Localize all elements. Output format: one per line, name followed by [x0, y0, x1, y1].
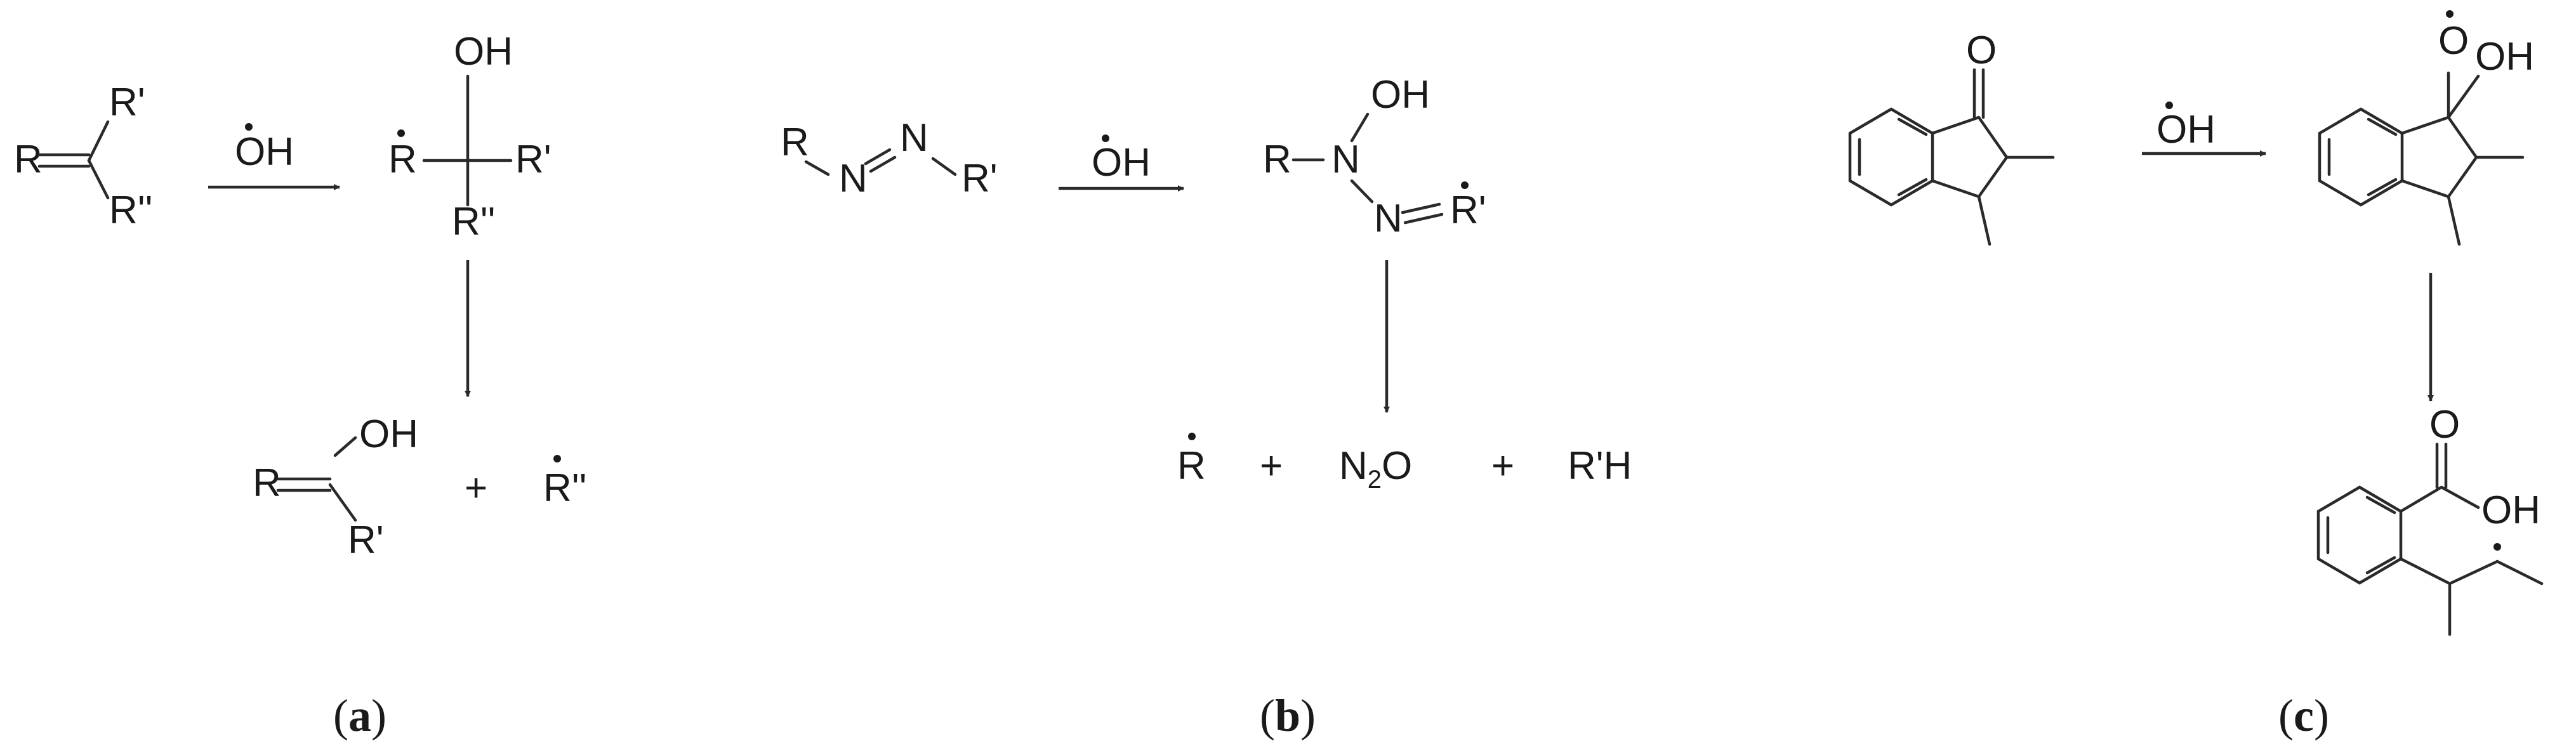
methyl-bond-4 — [2447, 195, 2461, 246]
aromatic-inner-9 — [2365, 556, 2396, 575]
intermediate-r-prime-label: R' — [515, 138, 552, 181]
azo-n2-label: N — [900, 116, 928, 160]
azo-bond-n-r — [931, 157, 957, 176]
carbon-radical-dot — [2493, 543, 2501, 551]
intermediate-r-prime-label-b: R' — [1450, 188, 1486, 232]
azo-r-prime-label: R' — [961, 157, 998, 200]
aromatic-inner-8 — [2365, 495, 2396, 514]
panel-c-product: O OH — [2316, 403, 2544, 636]
plus-sign-b1: + — [1260, 444, 1283, 488]
oh-radical-dot-b — [1102, 134, 1109, 142]
intermediate-r-label-b: R — [1263, 138, 1291, 181]
oh-radical-dot-c — [2165, 101, 2173, 109]
intermediate-n2-label: N — [1374, 197, 1403, 240]
panel-c-arrow-group: OH — [2142, 101, 2266, 157]
ring-bond-c1 — [1931, 115, 1981, 135]
intermediate-n1-label: N — [1331, 138, 1360, 181]
caption-c: (c) — [2278, 690, 2329, 741]
aromatic-inner-6 — [2367, 178, 2398, 197]
bond-to-r-double-prime — [87, 159, 110, 200]
carboxyl-bond — [2399, 485, 2443, 513]
panel-b-products: R + N2O + R'H — [1177, 433, 1632, 494]
intermediate-alkoxy-o: O — [2438, 19, 2469, 63]
side-chain-bond-2 — [2448, 560, 2499, 586]
panel-b-reactant: R N N R' — [781, 116, 998, 200]
ring-bond-c3 — [1977, 155, 2009, 199]
ring-bond-c2 — [1977, 115, 2009, 159]
reagent-oh-label-b: OH — [1092, 141, 1151, 185]
plus-sign-a: + — [465, 466, 487, 510]
azo-double-bond-2 — [864, 148, 892, 166]
aromatic-inner-2 — [1897, 117, 1928, 136]
panel-b-arrow-group: OH — [1059, 134, 1184, 192]
methyl-bond-2 — [1977, 195, 1991, 246]
intermediate-oh-label: OH — [454, 30, 513, 74]
r-double-prime-radical-dot — [553, 455, 561, 462]
oh-radical-dot — [245, 123, 253, 131]
reactant-r-prime-label: R' — [109, 81, 145, 124]
intermediate-r-label: R — [388, 138, 417, 181]
enol-bond-to-oh — [333, 436, 357, 457]
ring-bond-c7 — [2447, 155, 2478, 199]
ring-bond-c4 — [1931, 179, 1981, 199]
panel-a: R R' R'' OH OH R R' R'' OH — [14, 30, 586, 741]
r-prime-radical-dot — [1461, 181, 1469, 189]
reactant-carbonyl-o: O — [1966, 29, 1997, 72]
product-carbonyl-o: O — [2429, 403, 2460, 447]
plus-sign-b2: + — [1491, 444, 1514, 488]
panel-a-reactant: R R' R'' — [14, 81, 152, 232]
ring-bond-c8 — [2400, 179, 2450, 199]
panel-c-reactant: O — [1848, 29, 2055, 246]
reagent-oh-label: OH — [235, 130, 294, 174]
reactant-r-label: R — [14, 138, 43, 181]
panel-b: R N N R' OH OH R N N R' — [781, 73, 1632, 741]
nitrous-oxide-label: N2O — [1339, 444, 1412, 494]
bond-n-oh — [1350, 112, 1370, 143]
panel-b-intermediate: OH R N N R' — [1263, 73, 1486, 413]
benzene-ring-product — [2316, 485, 2403, 585]
reagent-oh-label-c: OH — [2157, 108, 2216, 152]
panel-a-products: OH R R' + R'' — [253, 412, 586, 562]
panel-a-arrow-group: OH — [208, 123, 340, 190]
product-r-double-prime-label: R'' — [543, 466, 586, 510]
caption-b: (b) — [1260, 690, 1316, 741]
bond-to-r-prime — [87, 120, 110, 162]
panel-a-intermediate: OH R R' R'' — [388, 30, 552, 397]
n-double-bond-2 — [1403, 213, 1444, 225]
enol-r-label: R — [253, 461, 281, 505]
bond-n-n — [1350, 179, 1374, 204]
product-r-label-b: R — [1177, 444, 1206, 488]
hydroxylamine-oh-label: OH — [1371, 73, 1430, 117]
side-chain-bond-3 — [2495, 560, 2544, 586]
alkoxy-radical-dot — [2446, 10, 2454, 18]
aromatic-inner-5 — [2367, 117, 2398, 136]
azo-double-bond-1 — [869, 155, 897, 173]
benzene-ring-intermediate — [2318, 107, 2404, 207]
n-double-bond-1 — [1401, 202, 1441, 214]
enol-oh-label: OH — [359, 412, 418, 456]
intermediate-oh-c: OH — [2475, 35, 2534, 79]
panel-c: O OH O OH — [1848, 10, 2544, 741]
r-radical-dot — [397, 129, 405, 137]
ring-bond-c6 — [2447, 115, 2478, 159]
aromatic-inner-3 — [1897, 178, 1928, 197]
side-chain-bond-1 — [2399, 557, 2452, 586]
reactant-r-double-prime-label: R'' — [109, 188, 152, 232]
caption-a: (a) — [333, 690, 386, 741]
ring-bond-c5 — [2400, 115, 2450, 135]
product-oh-label: OH — [2481, 488, 2540, 532]
azo-r-label: R — [781, 121, 809, 164]
enol-r-prime-label: R' — [348, 518, 384, 562]
azo-n1-label: N — [839, 157, 868, 200]
enol-bond-to-r-prime — [328, 483, 357, 522]
product-rh-label: R'H — [1568, 444, 1632, 488]
intermediate-r-double-prime-label: R'' — [452, 200, 495, 244]
hydroxyl-bond — [2447, 74, 2480, 119]
carboxyl-oh-bond — [2440, 485, 2480, 509]
benzene-ring-reactant — [1848, 107, 1934, 207]
r-radical-dot-b — [1188, 433, 1196, 440]
azo-bond-r-n — [804, 160, 830, 176]
panel-c-intermediate: O OH — [2318, 10, 2534, 402]
